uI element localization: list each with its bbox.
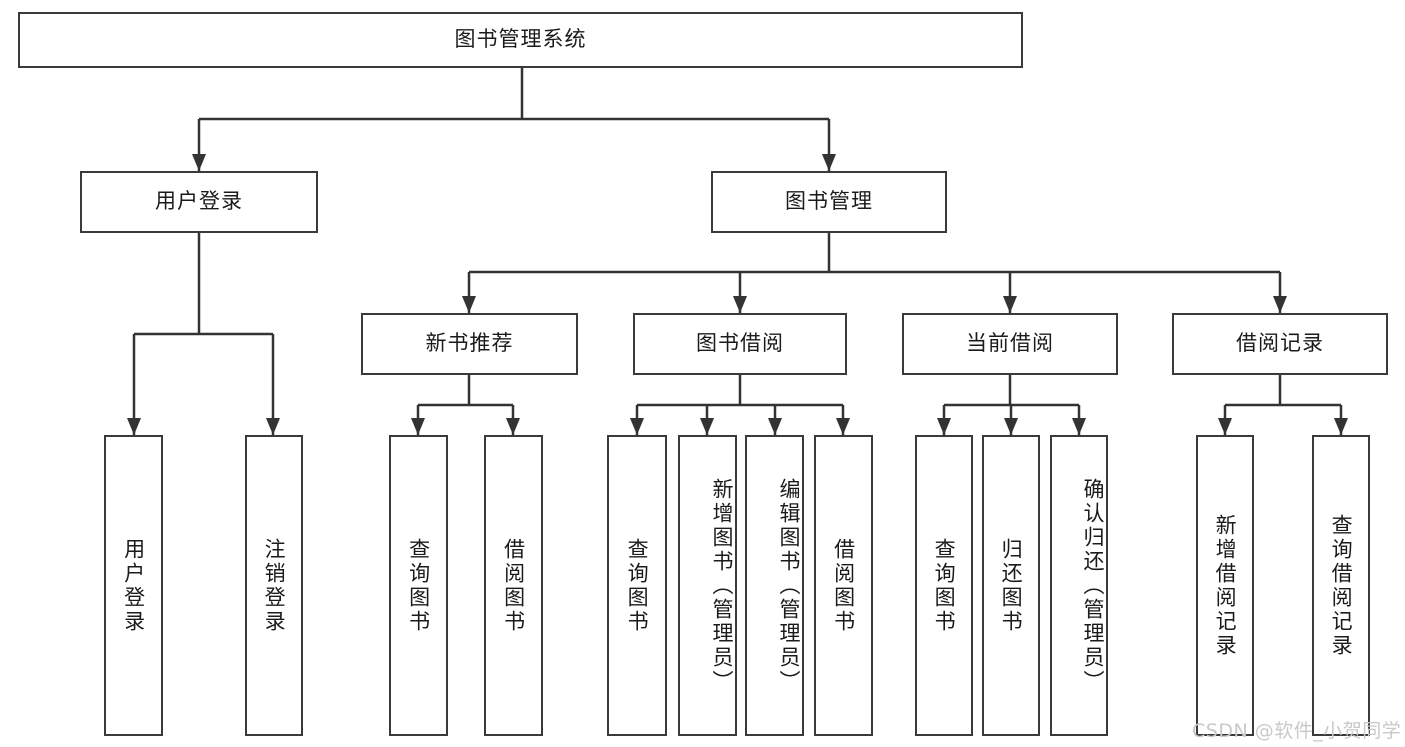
arrow-head-book-borrow-0 (630, 418, 644, 435)
arrow-head-book-borrow-1 (700, 418, 714, 435)
node-leaf-user-logout[interactable]: 注销登录 (245, 435, 303, 736)
node-label: 新书推荐 (425, 331, 514, 356)
node-leaf-query-book-current[interactable]: 查询图书 (915, 435, 973, 736)
node-leaf-add-book-admin[interactable]: 新增图书（管理员） (678, 435, 737, 736)
arrow-head-book-manage-3 (1273, 296, 1287, 313)
arrow-head-new-book-rec-1 (506, 418, 520, 435)
node-leaf-borrow-book[interactable]: 借阅图书 (814, 435, 873, 736)
node-label: 新增借阅记录 (1213, 513, 1238, 658)
arrow-head-book-manage-1 (733, 296, 747, 313)
node-label: 编辑图书（管理员） (777, 477, 801, 694)
node-label: 确认归还（管理员） (1081, 477, 1105, 694)
node-label: 归还图书 (999, 537, 1024, 634)
node-leaf-confirm-return-admin[interactable]: 确认归还（管理员） (1050, 435, 1108, 736)
node-label: 图书管理系统 (454, 27, 587, 52)
arrow-head-book-manage-2 (1003, 296, 1017, 313)
arrow-head-user-login-1 (266, 418, 280, 435)
node-book-borrow[interactable]: 图书借阅 (633, 313, 847, 375)
node-label: 查询图书 (625, 537, 650, 634)
node-label: 借阅记录 (1236, 331, 1324, 356)
arrow-head-borrow-record-1 (1334, 418, 1348, 435)
node-label: 当前借阅 (966, 331, 1054, 356)
node-leaf-query-book-rec[interactable]: 查询图书 (389, 435, 448, 736)
node-label: 查询图书 (406, 537, 431, 634)
node-book-manage[interactable]: 图书管理 (711, 171, 947, 233)
arrow-head-current-borrow-2 (1072, 418, 1086, 435)
node-leaf-edit-book-admin[interactable]: 编辑图书（管理员） (745, 435, 804, 736)
arrow-head-current-borrow-1 (1004, 418, 1018, 435)
arrow-head-book-borrow-2 (768, 418, 782, 435)
node-label: 图书管理 (785, 189, 873, 214)
node-leaf-user-login[interactable]: 用户登录 (104, 435, 163, 736)
arrow-head-current-borrow-0 (937, 418, 951, 435)
node-label: 借阅图书 (831, 537, 856, 634)
arrow-head-new-book-rec-0 (411, 418, 425, 435)
arrow-head-book-manage-0 (462, 296, 476, 313)
arrow-head-root-0 (192, 154, 206, 171)
node-label: 注销登录 (262, 537, 287, 634)
node-leaf-query-book-borrow[interactable]: 查询图书 (607, 435, 667, 736)
arrow-head-root-1 (822, 154, 836, 171)
node-label: 用户登录 (155, 189, 243, 214)
node-label: 查询借阅记录 (1329, 513, 1354, 658)
node-user-login[interactable]: 用户登录 (80, 171, 318, 233)
node-leaf-borrow-book-rec[interactable]: 借阅图书 (484, 435, 543, 736)
watermark-text: CSDN @软件_小贺同学 (1192, 720, 1402, 742)
arrow-head-user-login-0 (127, 418, 141, 435)
node-borrow-record[interactable]: 借阅记录 (1172, 313, 1388, 375)
arrow-head-borrow-record-0 (1218, 418, 1232, 435)
node-label: 新增图书（管理员） (710, 477, 734, 694)
node-label: 图书借阅 (696, 331, 784, 356)
arrow-head-book-borrow-3 (836, 418, 850, 435)
node-root[interactable]: 图书管理系统 (18, 12, 1023, 68)
node-new-book-rec[interactable]: 新书推荐 (361, 313, 578, 375)
node-leaf-query-borrow-record[interactable]: 查询借阅记录 (1312, 435, 1370, 736)
node-label: 查询图书 (932, 537, 957, 634)
node-label: 借阅图书 (501, 537, 526, 634)
node-leaf-return-book[interactable]: 归还图书 (982, 435, 1040, 736)
node-current-borrow[interactable]: 当前借阅 (902, 313, 1118, 375)
node-label: 用户登录 (121, 537, 146, 634)
node-leaf-add-borrow-record[interactable]: 新增借阅记录 (1196, 435, 1254, 736)
